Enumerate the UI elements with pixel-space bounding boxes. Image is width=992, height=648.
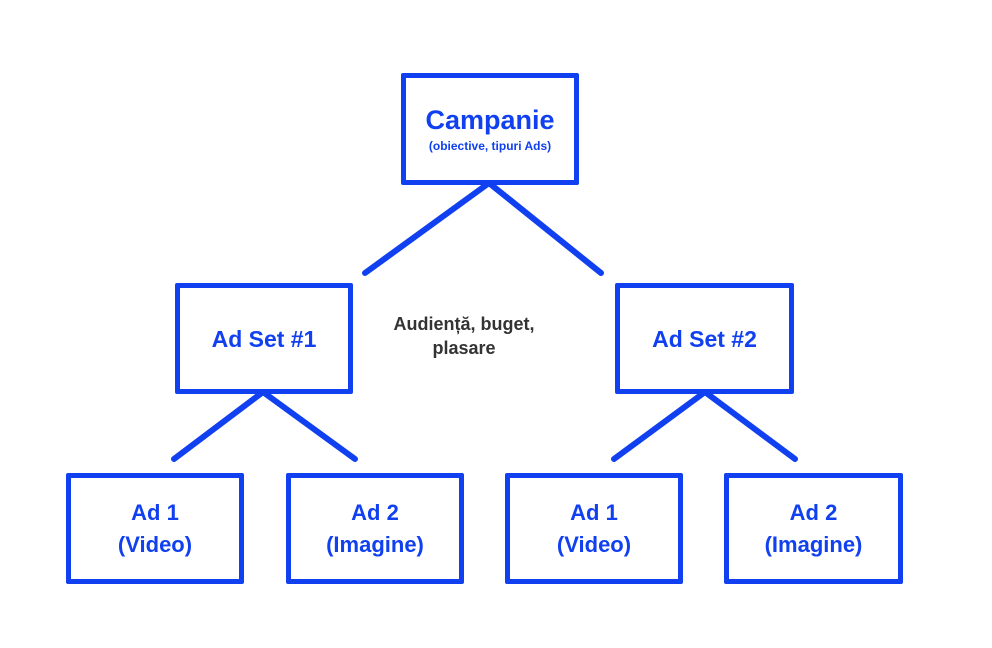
adset-annotation: Audiență, buget, plasare	[364, 312, 564, 360]
ad-subtitle: (Imagine)	[764, 531, 863, 557]
adset-2-ad-1-node: Ad 1 (Video)	[505, 473, 683, 584]
ad-title: Ad 2	[789, 499, 838, 525]
ad-title: Ad 1	[570, 499, 618, 525]
connector-campaign-adset2	[486, 180, 604, 276]
adset-1-node: Ad Set #1	[175, 283, 353, 394]
campaign-subtitle: (obiective, tipuri Ads)	[428, 139, 552, 153]
connector-adset2-ad1	[611, 389, 708, 462]
adset-1-ad-1-node: Ad 1 (Video)	[66, 473, 244, 584]
annotation-line-2: plasare	[432, 338, 496, 358]
annotation-line-1: Audiență, buget,	[393, 314, 535, 334]
ad-title: Ad 2	[351, 499, 399, 525]
ad-subtitle: (Imagine)	[326, 531, 424, 557]
ad-subtitle: (Video)	[556, 531, 632, 557]
ad-subtitle: (Video)	[117, 531, 193, 557]
adset-2-title: Ad Set #2	[652, 325, 757, 352]
adset-1-ad-2-node: Ad 2 (Imagine)	[286, 473, 464, 584]
connector-adset1-ad2	[260, 389, 358, 462]
ad-title: Ad 1	[131, 499, 179, 525]
adset-2-node: Ad Set #2	[615, 283, 794, 394]
connector-campaign-adset1	[362, 180, 492, 276]
adset-1-title: Ad Set #1	[211, 325, 317, 352]
campaign-title: Campanie	[425, 105, 555, 135]
adset-2-ad-2-node: Ad 2 (Imagine)	[724, 473, 903, 584]
connector-adset1-ad1	[171, 389, 266, 462]
connector-adset2-ad2	[702, 389, 798, 462]
campaign-node: Campanie (obiective, tipuri Ads)	[401, 73, 579, 185]
